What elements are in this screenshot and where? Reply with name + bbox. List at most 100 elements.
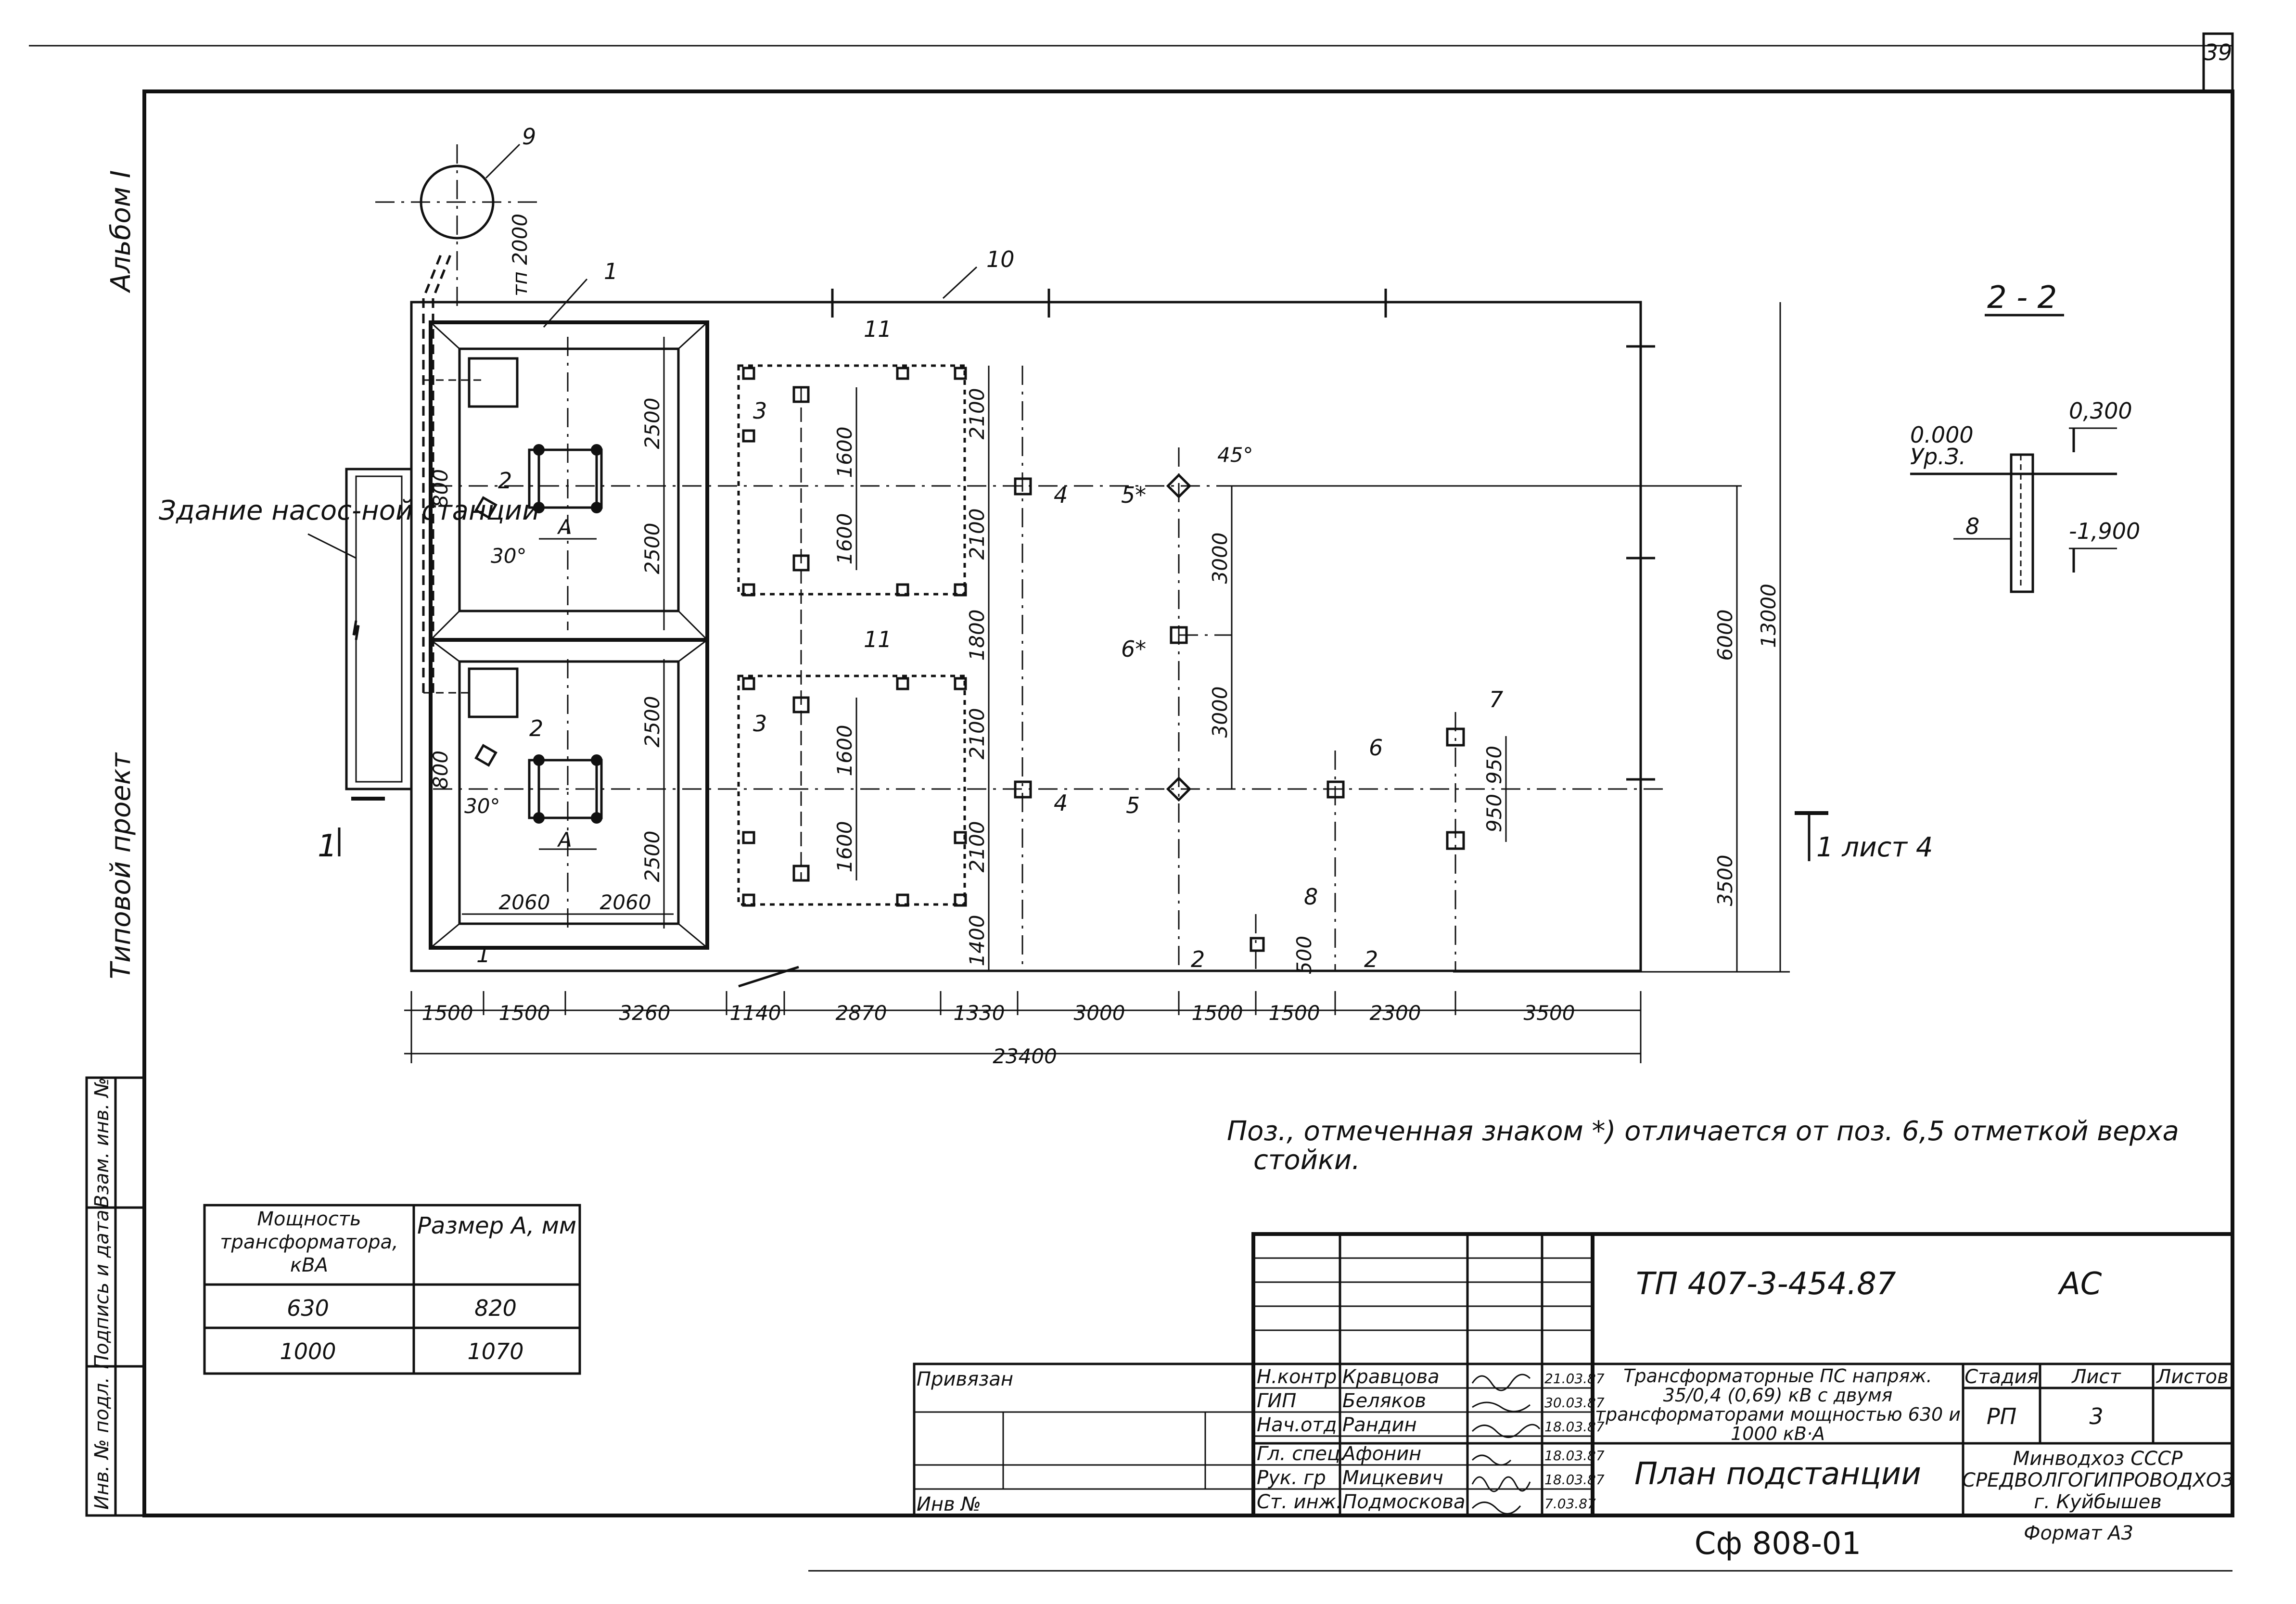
pos-6: 6 xyxy=(1369,735,1383,761)
svg-text:1500: 1500 xyxy=(499,1001,550,1025)
svg-text:30.03.87: 30.03.87 xyxy=(1544,1395,1605,1411)
post-6-star xyxy=(1170,626,1188,644)
svg-text:Рук. гр: Рук. гр xyxy=(1257,1467,1326,1489)
svg-text:2500: 2500 xyxy=(640,831,664,882)
svg-text:1500: 1500 xyxy=(422,1001,473,1025)
svg-text:1330: 1330 xyxy=(954,1001,1005,1025)
svg-text:2500: 2500 xyxy=(640,398,664,449)
svg-text:Ст. инж.: Ст. инж. xyxy=(1257,1491,1342,1513)
post-4-bottom xyxy=(1014,780,1032,799)
svg-text:3000: 3000 xyxy=(1208,533,1232,584)
pos-4-bottom: 4 xyxy=(1054,790,1068,816)
trafo-top xyxy=(433,337,1665,630)
svg-text:3260: 3260 xyxy=(619,1001,671,1025)
stamp-col-replace: Взам. инв. № xyxy=(91,1077,113,1208)
pos-6-star: 6* xyxy=(1121,636,1146,662)
support-posts xyxy=(1014,473,1465,952)
album-label: Альбом I xyxy=(105,170,137,293)
svg-text:800: 800 xyxy=(429,751,452,789)
svg-text:1600: 1600 xyxy=(833,513,856,565)
section-title: 2 - 2 xyxy=(1987,280,2057,316)
table-row-1-power: 1000 xyxy=(280,1338,336,1364)
svg-text:Лист: Лист xyxy=(2071,1366,2121,1388)
pos-3-bottom: 3 xyxy=(753,711,767,737)
pos-3-top: 3 xyxy=(753,398,767,424)
stamp-col-inv: Инв. № подл. xyxy=(91,1377,113,1510)
section-pos: 8 xyxy=(1965,513,1979,539)
section-1-left: 1 xyxy=(318,828,337,864)
signature-1 xyxy=(1471,1374,1531,1391)
org-line-2: СРЕДВОЛГОГИПРОВОДХОЗ xyxy=(1962,1469,2233,1491)
level-label: Ур.З. xyxy=(1910,444,1966,470)
svg-text:1500: 1500 xyxy=(1192,1001,1243,1025)
block-11-top xyxy=(737,364,966,596)
svg-text:Листов: Листов xyxy=(2156,1366,2228,1388)
pos-1-top: 1 xyxy=(604,258,618,284)
project-description: Трансформаторные ПС напряж. 35/0,4 (0,69… xyxy=(1595,1366,1961,1442)
level-top: 0,300 xyxy=(2069,398,2132,424)
note-line-1: Поз., отмеченная знаком *) отличается от… xyxy=(1227,1116,2179,1147)
title-block: Привязан Инв № ТП 407-3-454.87 АС Н.конт… xyxy=(913,1232,2234,1517)
archive-code: Сф 808-01 xyxy=(1695,1526,1861,1562)
format-label: Формат А3 xyxy=(2024,1522,2133,1544)
svg-text:7.03.87: 7.03.87 xyxy=(1544,1496,1596,1512)
signature-4 xyxy=(1471,1454,1512,1466)
table-header-size: Размер А, мм xyxy=(417,1212,577,1239)
pos-7: 7 xyxy=(1489,687,1503,713)
post-5 xyxy=(1166,776,1192,802)
project-type-label: Типовой проект xyxy=(105,752,137,979)
section-2-right: 2 xyxy=(1364,946,1378,972)
svg-text:2870: 2870 xyxy=(836,1001,887,1025)
pos-5: 5 xyxy=(1126,792,1140,818)
svg-text:Рандин: Рандин xyxy=(1342,1414,1417,1436)
section-marks: 1 1 лист 4 2 2 xyxy=(318,797,1933,972)
svg-text:Афонин: Афонин xyxy=(1341,1443,1421,1465)
svg-text:2100: 2100 xyxy=(965,821,989,873)
pos-4-top: 4 xyxy=(1054,482,1068,508)
svg-text:тп 2000: тп 2000 xyxy=(508,214,532,296)
svg-text:Кравцова: Кравцова xyxy=(1342,1366,1440,1388)
svg-text:2100: 2100 xyxy=(965,708,989,760)
org-line-1: Минводхоз СССР xyxy=(2013,1448,2183,1470)
svg-text:30°: 30° xyxy=(464,794,500,818)
svg-text:2300: 2300 xyxy=(1370,1001,1421,1025)
post-4-top xyxy=(1014,477,1032,496)
level-bottom: -1,900 xyxy=(2069,518,2140,544)
svg-text:21.03.87: 21.03.87 xyxy=(1544,1371,1605,1387)
svg-text:500: 500 xyxy=(1292,936,1316,974)
svg-text:1500: 1500 xyxy=(1269,1001,1320,1025)
table-header-power: Мощность трансформатора, кВА xyxy=(220,1208,398,1276)
section-2-left: 2 xyxy=(1191,946,1205,972)
svg-text:45°: 45° xyxy=(1217,443,1253,467)
signature-2 xyxy=(1472,1401,1531,1413)
section-2-2: 2 - 2 0.000 Ур.З. 0,300 -1,900 8 xyxy=(1910,280,2140,593)
svg-text:18.03.87: 18.03.87 xyxy=(1544,1472,1605,1488)
inv-label: Инв № xyxy=(917,1493,981,1515)
note-line-2: стойки. xyxy=(1253,1145,1360,1176)
svg-text:950: 950 xyxy=(1482,746,1506,784)
svg-text:Н.контр: Н.контр xyxy=(1257,1366,1337,1388)
svg-text:1140: 1140 xyxy=(730,1001,781,1025)
svg-text:ГИП: ГИП xyxy=(1257,1390,1296,1412)
svg-text:18.03.87: 18.03.87 xyxy=(1544,1419,1605,1435)
trafo-pit-bottom xyxy=(429,638,709,950)
level-zero: 0.000 xyxy=(1910,422,1974,448)
svg-text:1600: 1600 xyxy=(833,427,856,478)
block-11-bottom xyxy=(737,675,966,906)
post-5-star xyxy=(1166,473,1192,499)
sheet-value: 3 xyxy=(2089,1403,2103,1429)
section-1-right: 1 лист 4 xyxy=(1816,832,1933,863)
svg-text:Беляков: Беляков xyxy=(1342,1390,1426,1412)
svg-text:1600: 1600 xyxy=(833,821,856,873)
post-7-bottom xyxy=(1446,831,1465,850)
doc-mark: АС xyxy=(2057,1266,2102,1302)
pump-building-label: Здание насос-ной станции xyxy=(159,495,540,526)
svg-text:3500: 3500 xyxy=(1713,855,1737,906)
sheet-number: 39 xyxy=(2204,39,2232,65)
svg-text:30°: 30° xyxy=(491,544,526,568)
svg-text:2100: 2100 xyxy=(965,509,989,560)
svg-text:18.03.87: 18.03.87 xyxy=(1544,1448,1605,1464)
svg-text:1400: 1400 xyxy=(965,915,989,967)
